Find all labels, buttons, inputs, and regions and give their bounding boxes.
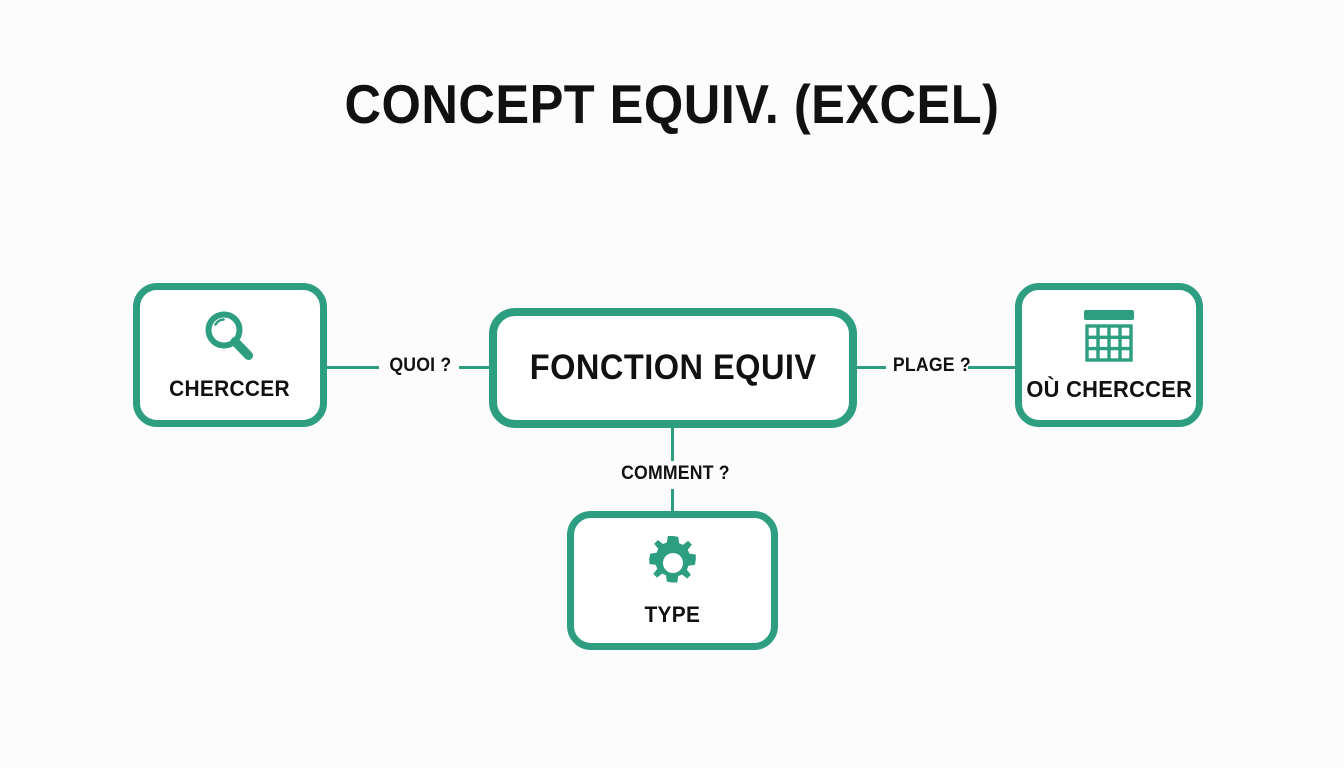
node-chercher[interactable]: CHERCCER [133,283,327,427]
node-type-label: TYPE [644,601,701,627]
node-type[interactable]: TYPE [567,511,778,650]
page-title: CONCEPT EQUIV. (EXCEL) [344,73,1000,135]
edge-label-plage: PLAGE ? [892,355,971,376]
connector-bottom-segment-upper [671,428,674,461]
node-ou-chercher-label: OÙ CHERCCER [1026,375,1192,402]
node-fonction-equiv[interactable]: FONCTION EQUIV [489,308,857,428]
connector-right-segment-outer [968,366,1016,369]
node-ou-chercher[interactable]: OÙ CHERCCER [1015,283,1203,427]
node-fonction-equiv-label: FONCTION EQUIV [529,348,817,387]
magnifier-icon [200,308,260,366]
connector-bottom-segment-lower [671,489,674,512]
node-chercher-label: CHERCCER [169,376,291,401]
edge-label-quoi: QUOI ? [389,355,452,376]
connector-left-segment-inner [459,366,490,369]
table-grid-icon [1078,308,1140,364]
connector-right-segment-inner [857,366,886,369]
edge-label-comment: COMMENT ? [621,463,730,484]
gear-icon [644,534,702,592]
connector-left-segment-outer [327,366,379,369]
